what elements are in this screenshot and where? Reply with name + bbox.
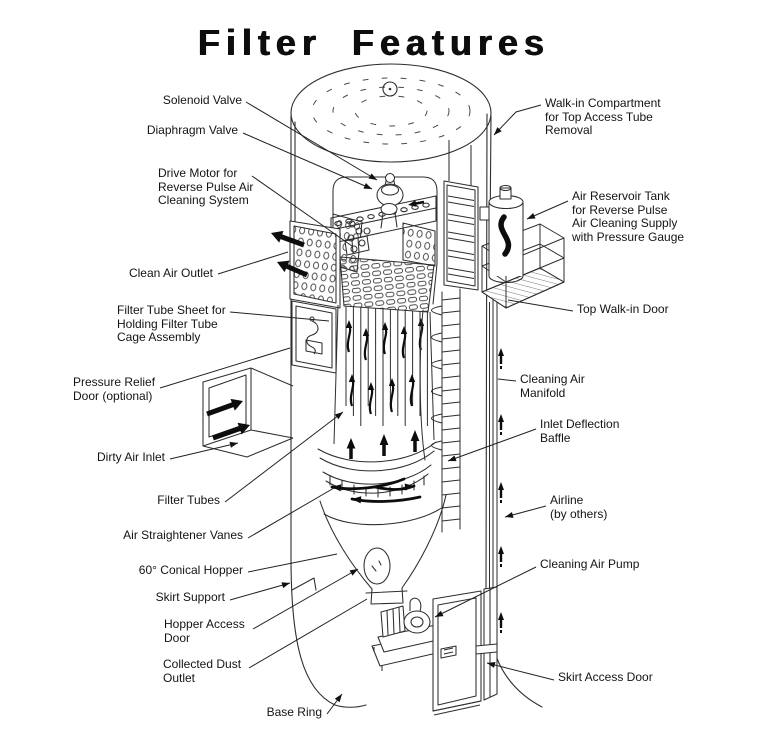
leader-walkin-compartment (493, 104, 542, 136)
label-airline: Airline(by others) (550, 493, 608, 521)
swirl-arrows (330, 477, 422, 504)
label-solenoid-valve: Solenoid Valve (162, 93, 242, 107)
leader-cleaning-air-pump (434, 566, 537, 618)
leader-collected-dust-outlet (248, 598, 368, 669)
pump-body (403, 610, 431, 634)
leader-drive-motor (251, 175, 353, 247)
access-ladder (419, 288, 461, 533)
label-skirt-support: Skirt Support (155, 590, 225, 604)
top-lift-lug (382, 81, 398, 97)
label-dirty-air-inlet: Dirty Air Inlet (96, 450, 165, 464)
filter-tubes (333, 304, 435, 445)
airline-up-arrows (498, 348, 504, 633)
label-filter-tubes: Filter Tubes (157, 493, 220, 507)
leader-air-straightener-vanes (247, 487, 335, 539)
leader-top-walkin-door (507, 299, 574, 312)
leader-hopper-access-door (252, 568, 359, 630)
cleaning-air-pump (371, 597, 451, 671)
filter-tube-sheet (339, 256, 435, 313)
reservoir-hose (498, 214, 512, 257)
airline-elbow (475, 643, 498, 655)
leader-filter-tubes (224, 411, 344, 503)
cutaway-window (330, 172, 438, 305)
base-hem-left (334, 704, 367, 708)
door-latch (440, 645, 457, 659)
leader-dirty-air-inlet (169, 442, 239, 460)
tube-sheet-area (289, 220, 436, 313)
skirt-access-door (432, 586, 498, 716)
label-leader-lines (159, 101, 574, 715)
air-reservoir-tank (479, 184, 524, 284)
leader-clean-air-outlet (217, 251, 289, 275)
label-air-straightener-vanes: Air Straightener Vanes (123, 528, 243, 542)
leader-skirt-access-door (486, 662, 555, 681)
label-diaphragm-valve: Diaphragm Valve (146, 123, 238, 137)
baffle-and-vanes (317, 441, 437, 504)
leader-inlet-deflection-baffle (447, 428, 537, 462)
solenoid-valve (384, 172, 396, 184)
left-wall (290, 115, 336, 706)
leader-skirt-support (229, 582, 291, 601)
bold-airflow-arrows (206, 200, 425, 459)
tank-fitting (479, 206, 490, 221)
airflow-wavy-arrows (345, 318, 425, 415)
hopper-access-door (363, 547, 391, 585)
collected-dust-outlet (370, 587, 404, 605)
leader-filter-tube-sheet (229, 311, 330, 322)
label-clean-air-outlet: Clean Air Outlet (128, 266, 213, 280)
leader-solenoid-valve (245, 101, 378, 181)
drive-chain (347, 220, 371, 253)
label-base-ring: Base Ring (266, 705, 322, 719)
leader-pressure-relief-door (159, 347, 291, 389)
top-walkin-door (443, 140, 479, 291)
leader-conical-hopper (247, 553, 338, 573)
clean-air-outlet-screen (293, 225, 337, 304)
skirt-support-bracket (291, 577, 317, 591)
conical-hopper (291, 494, 447, 605)
pump-discharge-pipe (409, 597, 422, 612)
label-skirt-access-door: Skirt Access Door (558, 670, 653, 684)
label-conical-hopper: 60° Conical Hopper (138, 563, 243, 577)
page-title: Filter Features (197, 22, 551, 63)
leader-cleaning-air-manifold (497, 378, 517, 382)
vessel-top (290, 63, 492, 163)
label-cleaning-air-pump: Cleaning Air Pump (540, 557, 640, 571)
leader-diaphragm-valve (242, 132, 373, 190)
pressure-relief-door (291, 300, 337, 374)
vessel-shell (290, 63, 543, 708)
label-top-walkin-door: Top Walk-in Door (577, 302, 669, 316)
tube-sheet-side-screen (402, 222, 436, 267)
top-dash-marks (311, 77, 471, 145)
